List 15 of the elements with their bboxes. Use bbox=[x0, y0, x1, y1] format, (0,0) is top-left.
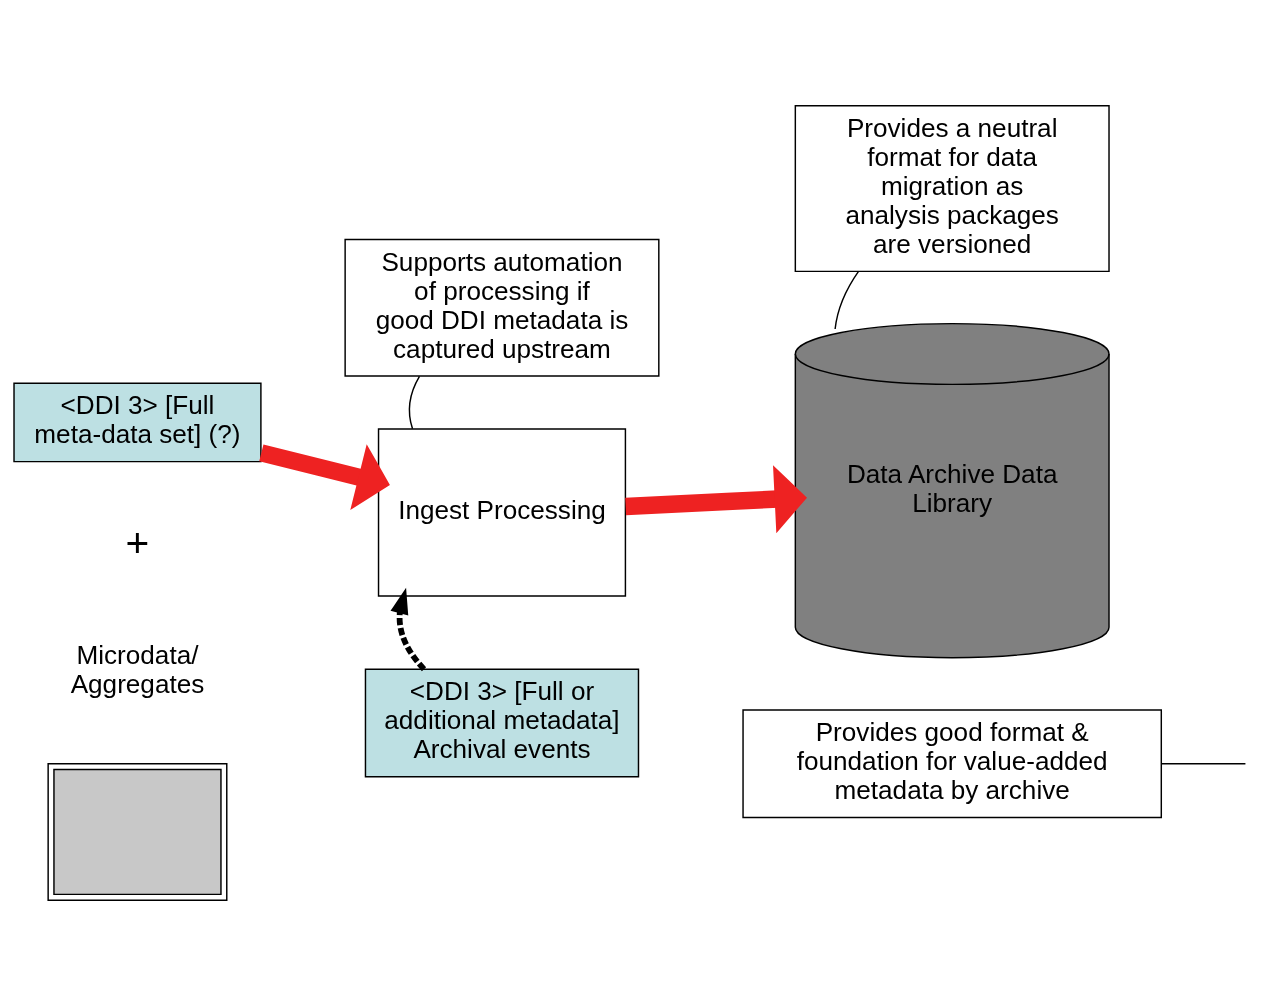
node-box: Supports automation of processing if good DDI metadata is captured upstream bbox=[344, 238, 660, 377]
node-box: <DDI 3> [Full or additional metadata] Archival events bbox=[364, 668, 640, 778]
node-box: Ingest Processing bbox=[377, 428, 627, 597]
label: + bbox=[125, 520, 150, 567]
node-box: Provides good format & foundation for value-added metadata by archive bbox=[742, 709, 1163, 819]
arrow bbox=[390, 587, 427, 672]
label: Microdata/ Aggregates bbox=[70, 640, 205, 700]
node-box: Provides a neutral format for data migration as analysis packages are versioned bbox=[794, 105, 1110, 273]
node-box: <DDI 3> [Full meta-data set] (?) bbox=[13, 382, 262, 463]
arrow bbox=[259, 444, 390, 511]
arrow bbox=[625, 465, 807, 534]
connector bbox=[408, 375, 421, 430]
connector bbox=[1160, 762, 1247, 765]
connector bbox=[834, 270, 860, 330]
node-picture bbox=[47, 762, 228, 901]
